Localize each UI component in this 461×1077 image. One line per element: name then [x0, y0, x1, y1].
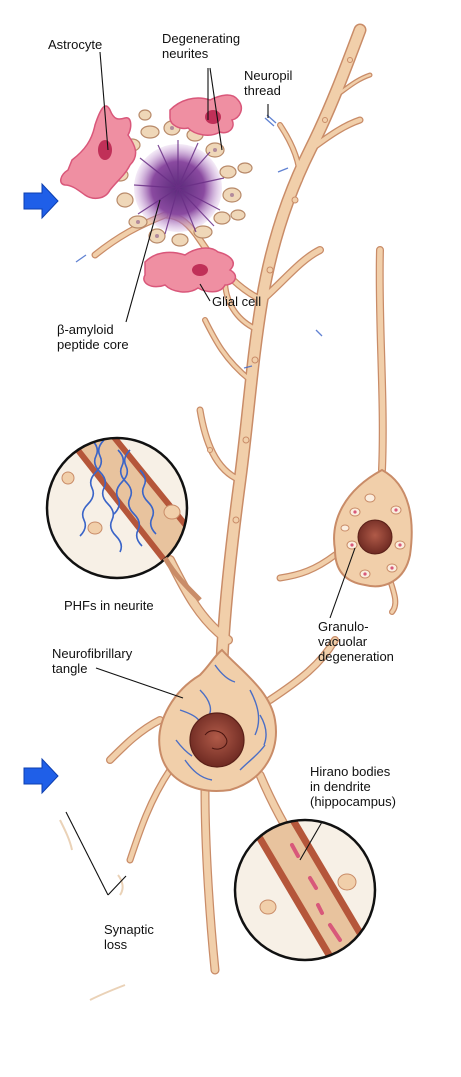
label-phfs-text: PHFs in neurite — [64, 598, 154, 613]
phf-magnification — [45, 436, 202, 602]
label-phfs-in-neurite: PHFs in neurite — [64, 598, 154, 613]
label-nft-line1: Neurofibrillary — [52, 646, 133, 661]
label-hirano-bodies: Hirano bodies in dendrite (hippocampus) — [310, 764, 396, 809]
label-granulo-line2: vacuolar — [318, 634, 368, 649]
label-neurofibrillary-tangle: Neurofibrillary tangle — [52, 646, 132, 676]
label-hirano-line1: Hirano bodies — [310, 764, 391, 779]
label-degenerating-line2: neurites — [162, 46, 209, 61]
tangle-bearing-neuron — [106, 636, 339, 975]
label-degenerating-line1: Degenerating — [162, 31, 241, 46]
glial-cell — [143, 247, 237, 293]
label-neuropil-line2: thread — [244, 83, 281, 98]
astrocyte-cell — [60, 94, 243, 200]
label-amyloid-line1: β-amyloid — [57, 322, 114, 337]
label-synaptic-line2: loss — [104, 937, 128, 952]
arrow-marker-bottom — [23, 757, 59, 795]
label-neuropil-line1: Neuropil — [244, 68, 293, 83]
label-synaptic-line1: Synaptic — [104, 922, 154, 937]
label-nft-line2: tangle — [52, 661, 88, 676]
arrow-marker-top — [23, 182, 59, 220]
senile-plaque — [91, 109, 253, 259]
neuron-dendrites — [161, 23, 373, 667]
label-degenerating-neurites: Degenerating neurites — [162, 31, 240, 61]
hirano-magnification — [233, 818, 377, 962]
granulovacuolar-neuron — [276, 246, 413, 615]
label-hirano-line3: (hippocampus) — [310, 794, 396, 809]
label-synaptic-loss: Synaptic loss — [104, 922, 154, 952]
label-glial-text: Glial cell — [212, 294, 262, 309]
label-granulo-line1: Granulo- — [318, 619, 369, 634]
label-granulovacuolar: Granulo- vacuolar degeneration — [318, 619, 394, 664]
label-amyloid-line2: peptide core — [57, 337, 129, 352]
label-astrocyte: Astrocyte — [48, 37, 102, 52]
label-amyloid-core: β-amyloid peptide core — [57, 322, 129, 352]
label-astrocyte-text: Astrocyte — [48, 37, 103, 52]
label-glial-cell: Glial cell — [212, 294, 261, 309]
label-hirano-line2: in dendrite — [310, 779, 371, 794]
synaptic-loss-fibres — [59, 819, 126, 1001]
leader-lines — [65, 51, 356, 896]
label-neuropil-thread: Neuropil thread — [244, 68, 292, 98]
label-granulo-line3: degeneration — [318, 649, 394, 664]
